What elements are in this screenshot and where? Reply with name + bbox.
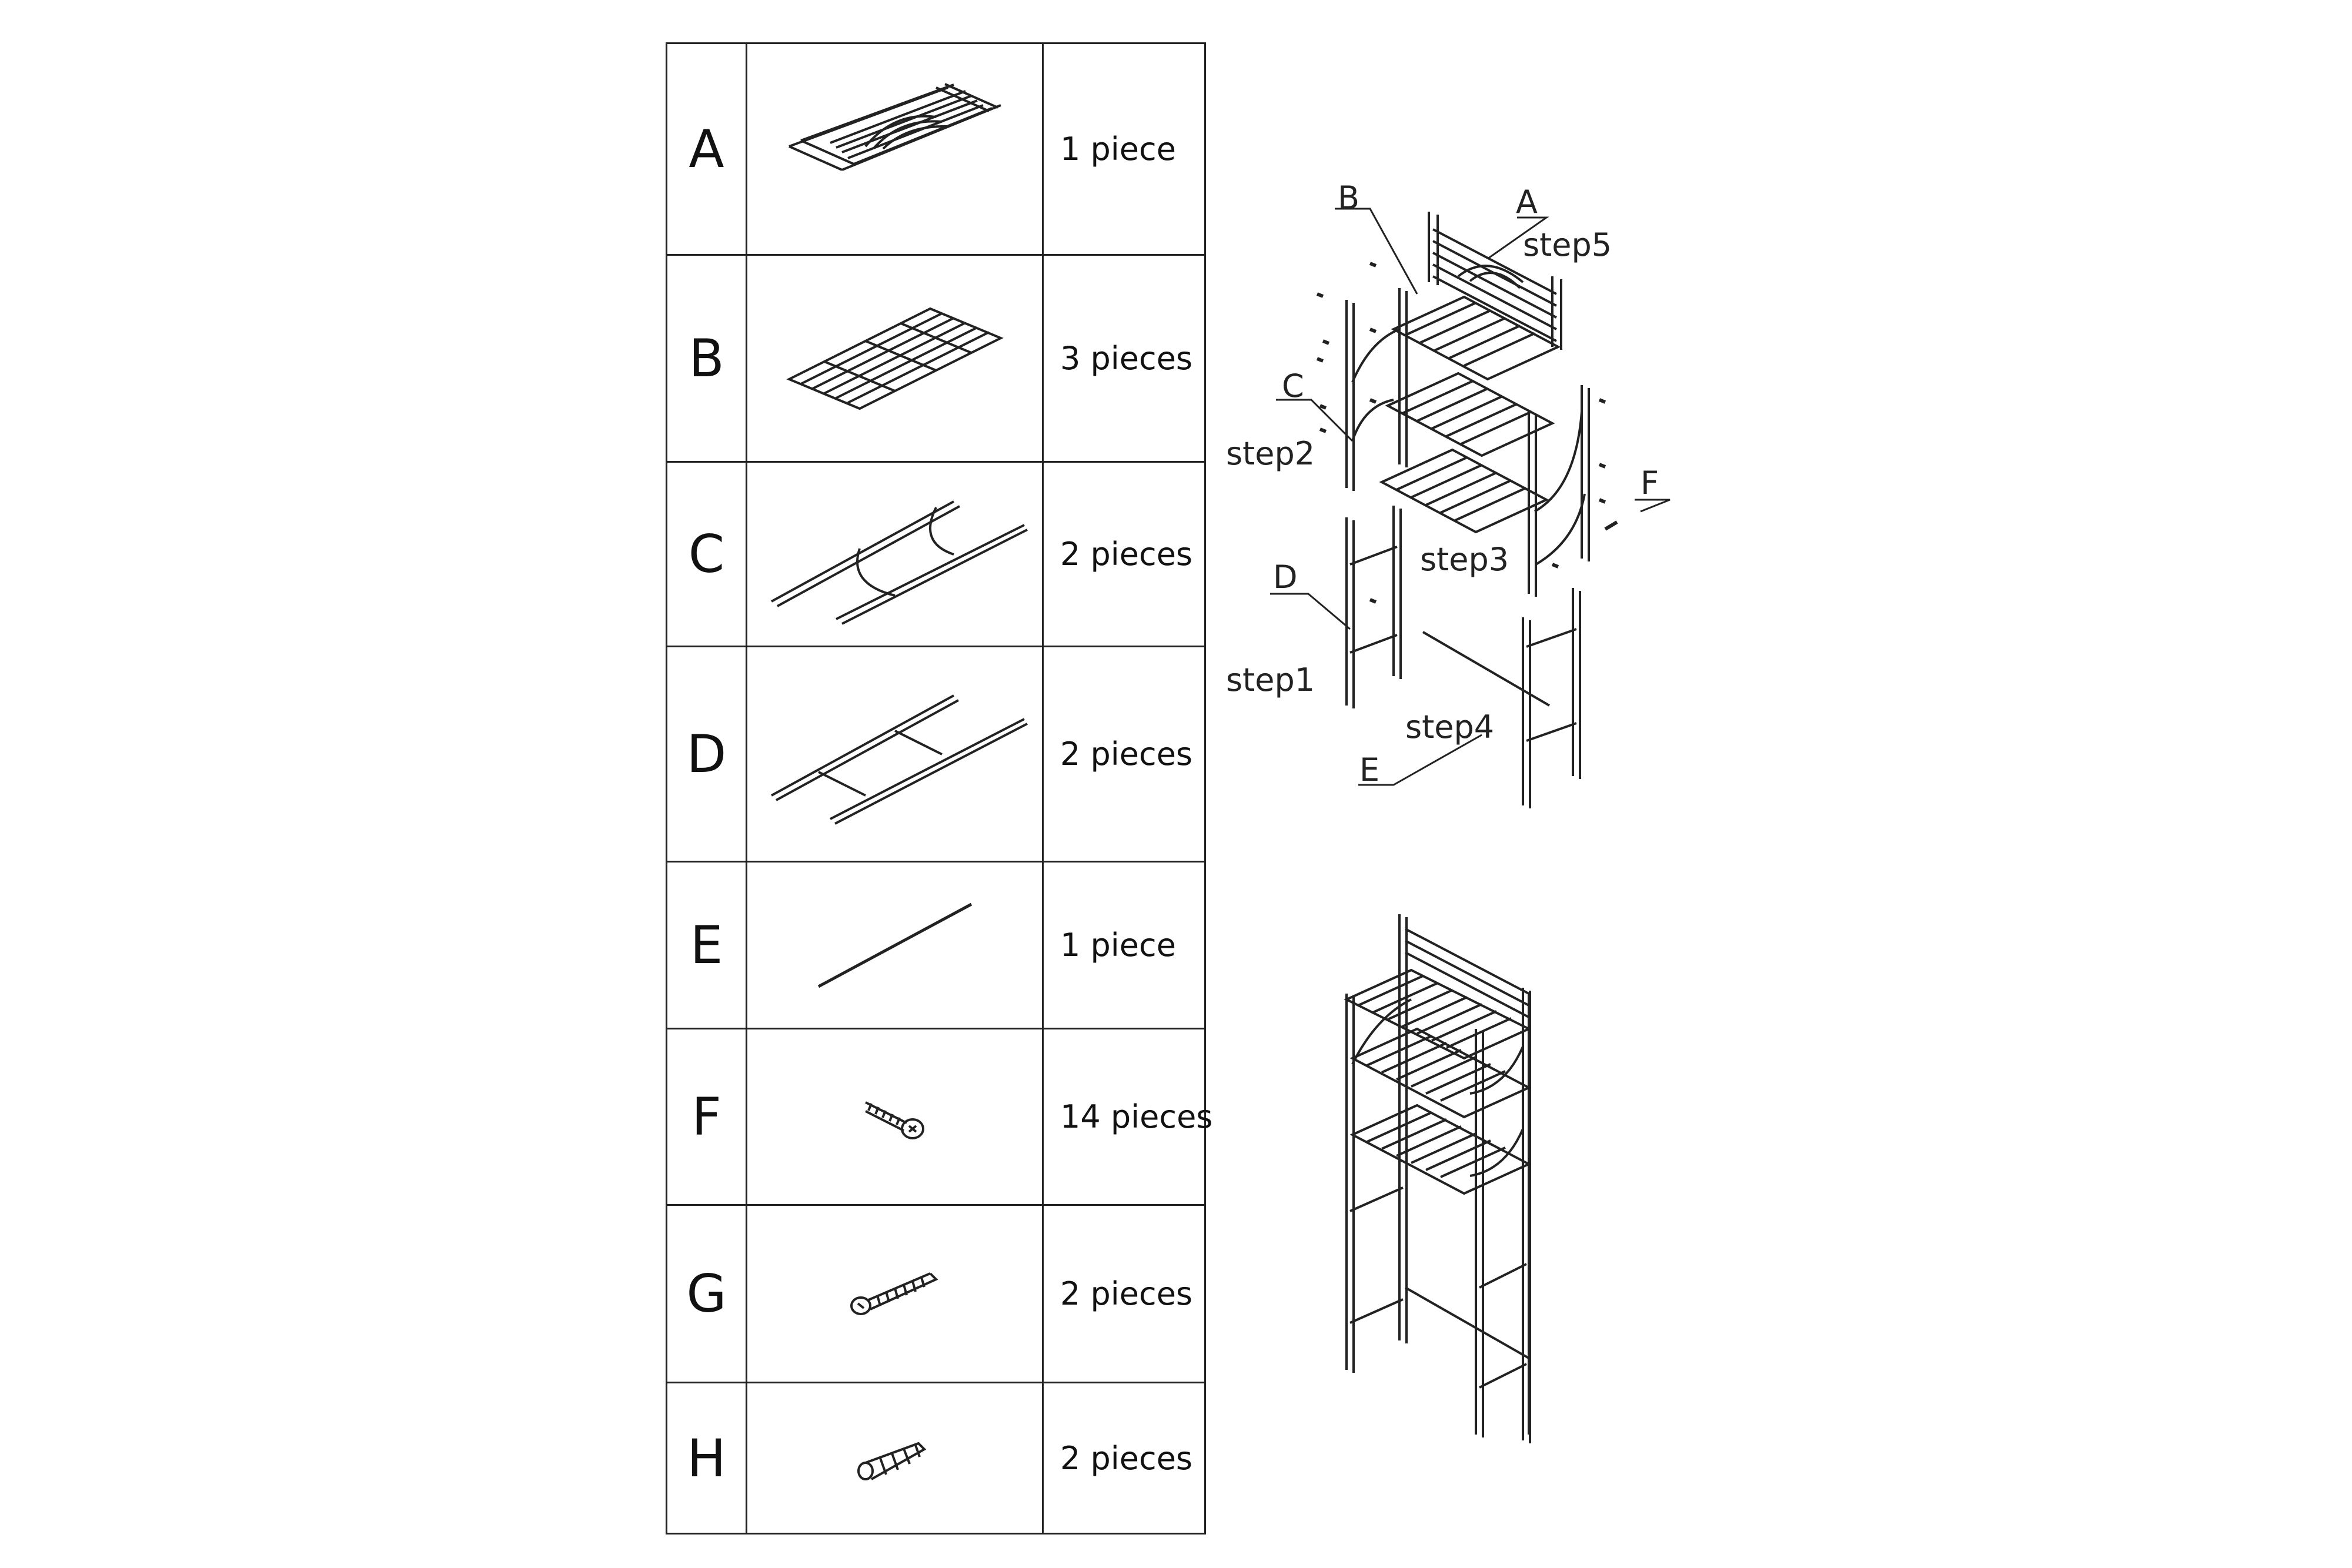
lower-side-frame-icon [746, 646, 1044, 862]
part-quantity: 2 pieces [1042, 1204, 1206, 1383]
leader-lines [1270, 208, 1671, 786]
label-b: B [1338, 179, 1359, 216]
part-row: B 3 pieces [666, 254, 1206, 463]
part-letter: A [666, 42, 747, 256]
part-row: A 1 piece [666, 42, 1206, 256]
part-quantity: 3 pieces [1042, 254, 1206, 463]
label-c: C [1282, 367, 1304, 404]
part-quantity: 1 piece [1042, 42, 1206, 256]
step1-label: step1 [1226, 661, 1315, 698]
part-letter: E [666, 861, 747, 1029]
part-letter: B [666, 254, 747, 463]
part-quantity: 1 piece [1042, 861, 1206, 1029]
part-letter: D [666, 646, 747, 862]
label-d: D [1273, 559, 1298, 596]
cross-bar-icon [746, 861, 1044, 1029]
part-row: F 14 pieces [666, 1028, 1212, 1206]
part-quantity: 2 pieces [1042, 646, 1206, 862]
screw-marks [1316, 262, 1618, 604]
back-panel-icon [746, 42, 1044, 256]
lower-side-frame-part [1345, 506, 1581, 808]
part-letter: C [666, 461, 747, 647]
step4-label: step4 [1405, 708, 1494, 745]
part-letter: G [666, 1204, 747, 1383]
part-quantity: 2 pieces [1042, 461, 1206, 647]
label-e: E [1359, 751, 1379, 788]
assembled-shelf-icon [1344, 914, 1532, 1443]
label-a: A [1516, 183, 1538, 220]
cross-bar-part [1422, 631, 1551, 707]
upper-side-frame-icon [746, 461, 1044, 647]
step3-label: step3 [1420, 541, 1509, 578]
wood-screw-icon [746, 1204, 1044, 1383]
label-f: F [1641, 464, 1659, 502]
part-quantity: 2 pieces [1042, 1382, 1206, 1534]
part-row: E 1 piece [666, 861, 1206, 1029]
wall-anchor-icon [746, 1382, 1044, 1534]
part-row: H 2 pieces [666, 1382, 1206, 1534]
step5-label: step5 [1523, 226, 1612, 263]
part-row: G 2 pieces [666, 1204, 1206, 1383]
machine-screw-icon [746, 1028, 1044, 1206]
step2-label: step2 [1226, 435, 1315, 472]
exploded-view [1270, 208, 1671, 808]
shelf-stack-part [1379, 295, 1561, 534]
part-letter: F [666, 1028, 747, 1206]
part-letter: H [666, 1382, 747, 1534]
part-row: C 2 pieces [666, 461, 1206, 647]
shelf-icon [746, 254, 1044, 463]
upper-side-frame-part [1345, 288, 1590, 597]
part-row: D 2 pieces [666, 646, 1206, 862]
parts-table: A 1 piece B 3 p [666, 42, 1212, 1534]
back-panel-part [1428, 212, 1562, 350]
part-quantity: 14 pieces [1042, 1028, 1212, 1206]
